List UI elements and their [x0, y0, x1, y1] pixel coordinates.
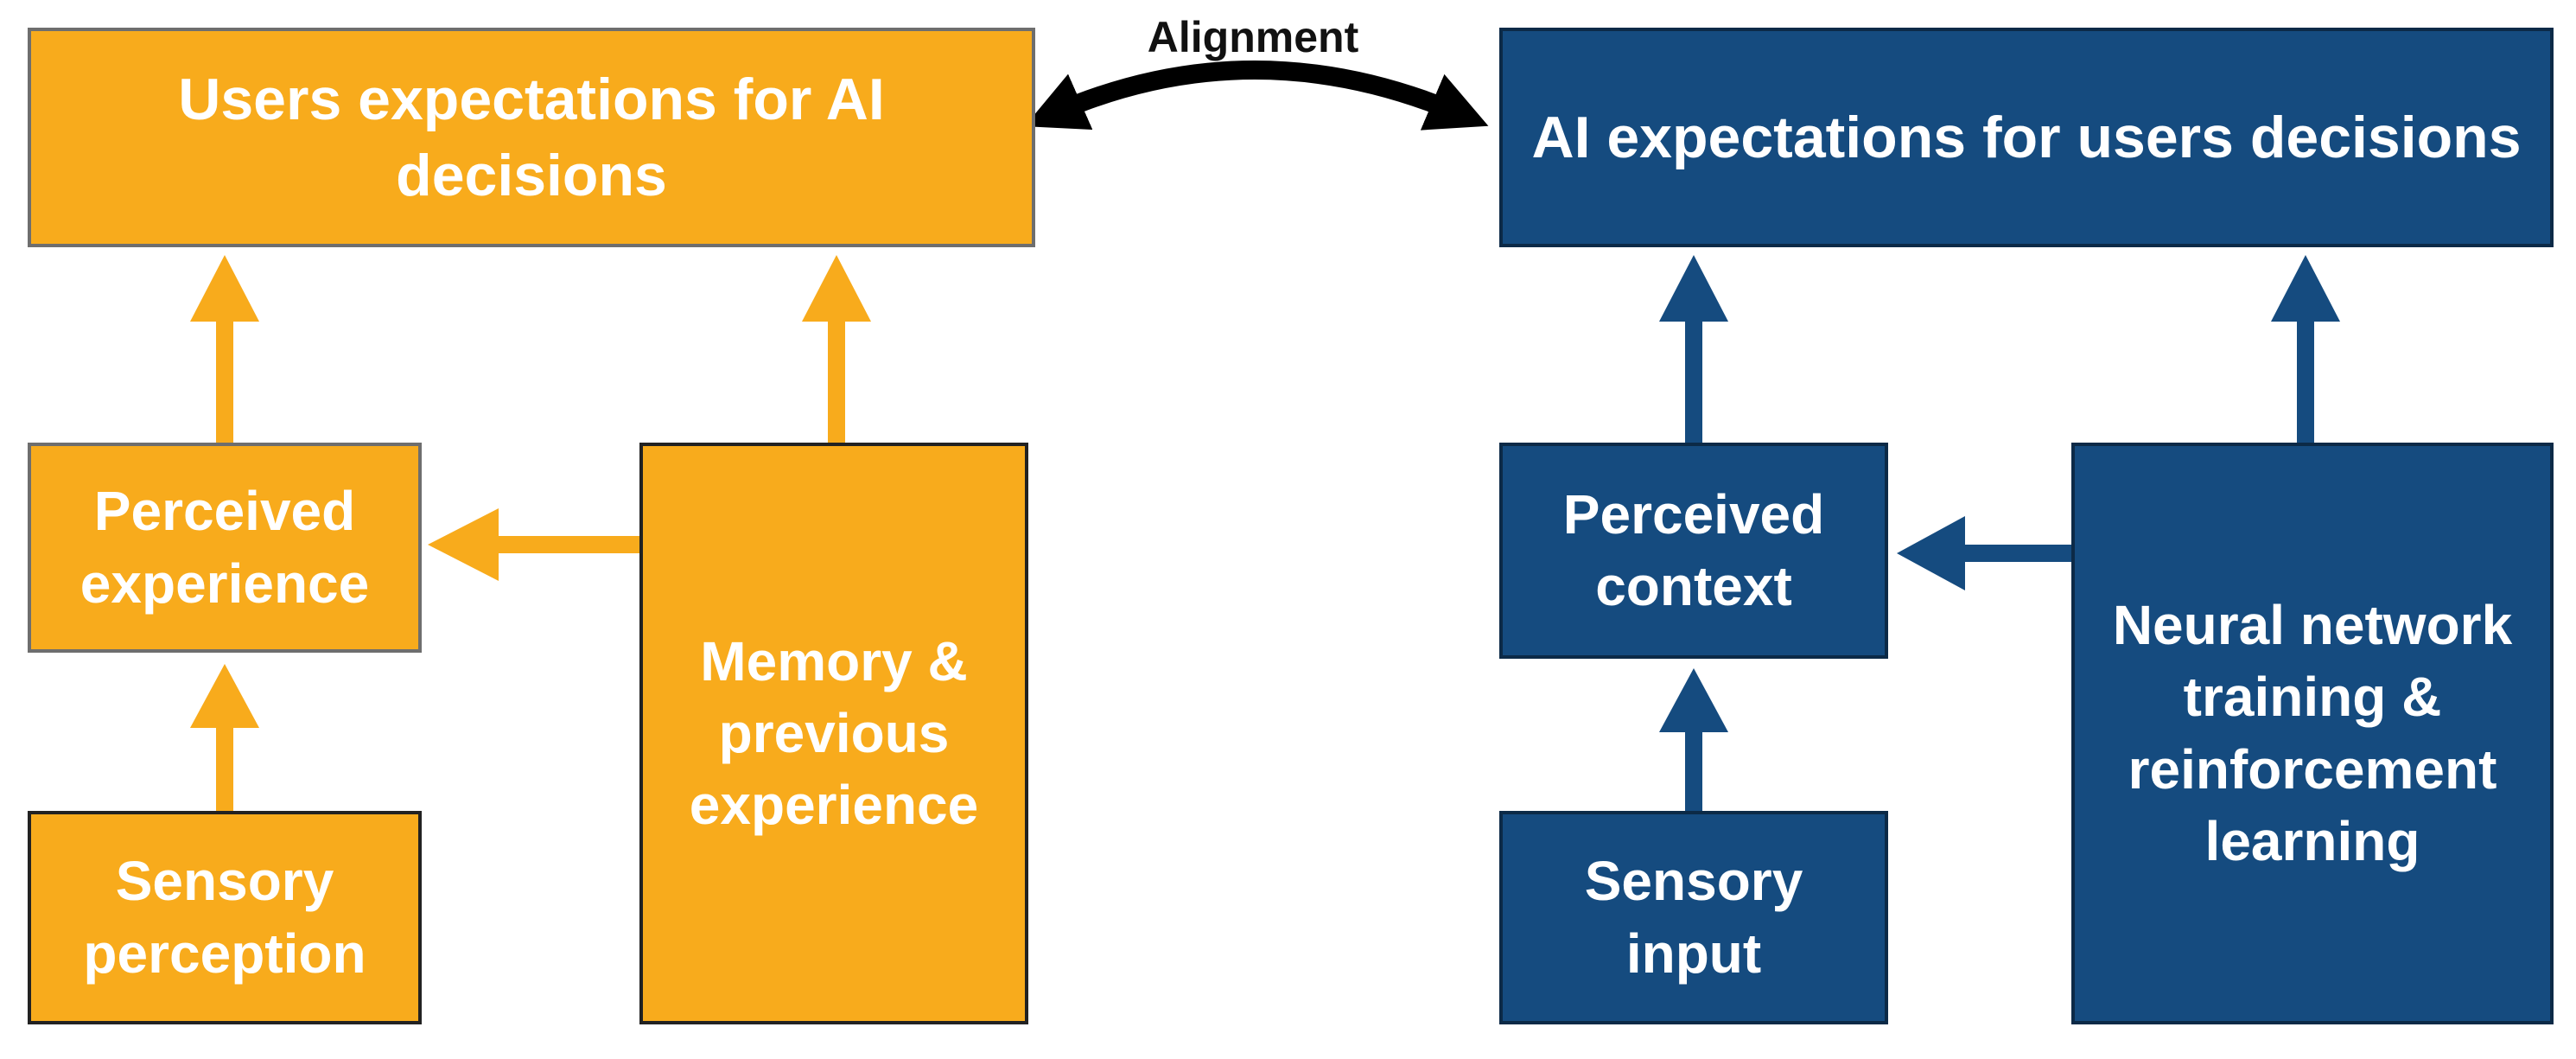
- user-expectations-box: Users expectations for AI decisions: [28, 28, 1035, 247]
- memory-experience-label: Memory & previous experience: [689, 629, 979, 837]
- ai-arrows: [1659, 255, 2340, 811]
- arrow-sensory-to-perceived-context: [1659, 668, 1728, 811]
- user-expectations-label: Users expectations for AI decisions: [178, 66, 885, 208]
- user-arrows: [190, 255, 871, 811]
- sensory-perception-box: Sensory perception: [28, 811, 422, 1024]
- ai-expectations-box: AI expectations for users decisions: [1499, 28, 2554, 247]
- arrow-network-to-ai-expectations: [2271, 255, 2340, 443]
- sensory-input-box: Sensory input: [1499, 811, 1888, 1024]
- arrow-context-to-ai-expectations: [1659, 255, 1728, 443]
- arrow-perceived-to-user-expectations: [190, 255, 259, 443]
- arrow-memory-to-perceived-experience: [428, 508, 639, 581]
- perceived-experience-label: Perceived experience: [80, 480, 370, 615]
- arrow-sensory-to-perceived-experience: [190, 664, 259, 811]
- neural-network-label: Neural network training & reinforcement …: [2112, 594, 2513, 872]
- arrow-memory-to-user-expectations: [802, 255, 871, 443]
- perceived-context-label: Perceived context: [1562, 482, 1825, 617]
- perceived-experience-box: Perceived experience: [28, 443, 422, 653]
- perceived-context-box: Perceived context: [1499, 443, 1888, 659]
- memory-experience-box: Memory & previous experience: [639, 443, 1028, 1024]
- sensory-input-label: Sensory input: [1584, 850, 1803, 985]
- alignment-label: Alignment: [1147, 13, 1359, 61]
- sensory-perception-label: Sensory perception: [83, 850, 366, 985]
- alignment-arrow: [1024, 61, 1489, 131]
- neural-network-box: Neural network training & reinforcement …: [2071, 443, 2554, 1024]
- ai-expectations-label: AI expectations for users decisions: [1531, 104, 2522, 170]
- arrow-network-to-perceived-context: [1897, 516, 2071, 590]
